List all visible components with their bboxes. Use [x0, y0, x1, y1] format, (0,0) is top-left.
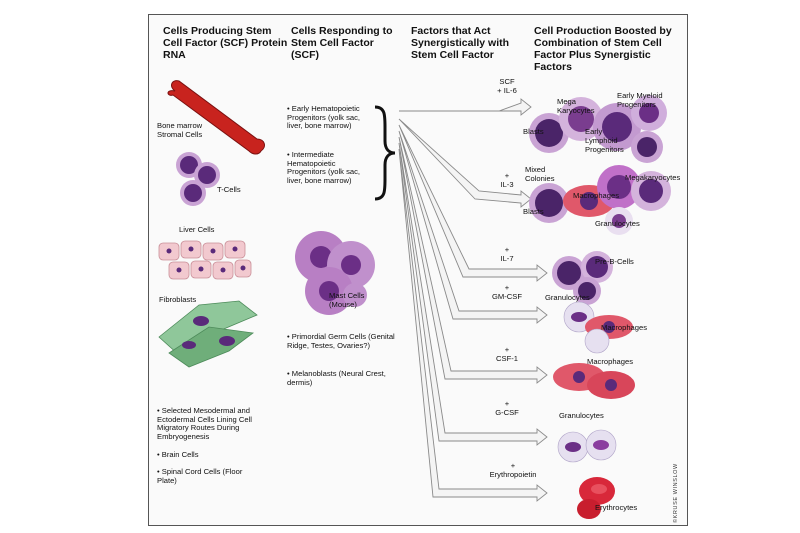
bullet-text: Brain Cells	[161, 450, 199, 459]
liver-cells-icon	[158, 240, 252, 280]
label-early-lymphoid: Early Lymphoid Progenitors	[585, 127, 624, 154]
factor-name: Erythropoietin	[489, 470, 537, 479]
factor-plus: +	[504, 283, 510, 292]
mast-cells-icon	[295, 231, 375, 315]
row4-cells-icon	[563, 301, 633, 354]
diagram-figure: Cells Producing Stem Cell Factor (SCF) P…	[148, 14, 688, 526]
bullet-text: Spinal Cord Cells (Floor Plate)	[157, 467, 243, 485]
bullet-early-progenitors: • Early Hematopoietic Progenitors (yolk …	[287, 104, 361, 131]
label-blasts-1: Blasts	[523, 127, 544, 136]
factor-il7: + IL-7	[487, 245, 527, 263]
factor-il6: SCF + IL-6	[487, 77, 527, 95]
arrow-epo	[398, 148, 548, 502]
factor-name: CSF-1	[496, 354, 518, 363]
fibroblasts-icon	[158, 300, 258, 368]
bullet-germ-cells: • Primordial Germ Cells (Genital Ridge, …	[287, 332, 395, 350]
header-products: Cell Production Boosted by Combination o…	[534, 25, 672, 73]
label-macrophages-1: Macrophages	[573, 191, 620, 200]
header-responding: Cells Responding to Stem Cell Factor (SC…	[291, 25, 393, 61]
bullet-spinal: • Spinal Cord Cells (Floor Plate)	[157, 467, 243, 485]
bone-icon	[167, 80, 265, 155]
arrow-il7	[398, 124, 548, 282]
row3-cells-icon	[552, 251, 613, 305]
header-producing: Cells Producing Stem Cell Factor (SCF) P…	[163, 25, 288, 61]
label-pre-b-cells: Pre-B-Cells	[595, 257, 634, 266]
label-t-cells: T-Cells	[217, 185, 241, 194]
factor-il3: + IL-3	[487, 171, 527, 189]
arrow-csf1	[398, 136, 548, 384]
factor-plus: SCF	[499, 77, 515, 86]
bullet-mesodermal: • Selected Mesodermal and Ectodermal Cel…	[157, 406, 252, 441]
bullet-text: Intermediate Hematopoietic Progenitors (…	[287, 150, 361, 185]
label-bone-marrow: Bone marrow Stromal Cells	[157, 121, 203, 139]
arrow-fan	[398, 98, 548, 502]
label-granulocytes-2: Granulocytes	[545, 293, 590, 302]
label-megakaryocytes: Mega Karyocytes	[557, 97, 595, 115]
factor-plus: +	[504, 345, 510, 354]
header-factors: Factors that Act Synergistically with St…	[411, 25, 510, 61]
brace-icon	[374, 105, 396, 201]
illustrations-col4	[529, 95, 671, 519]
label-megakaryocytes-2: Megakaryocytes	[625, 173, 681, 182]
factor-plus: +	[504, 171, 510, 180]
factor-gcsf: + G-CSF	[485, 399, 529, 417]
label-macrophages-3: Macrophages	[587, 357, 634, 366]
bullet-text: Selected Mesodermal and Ectodermal Cells…	[157, 406, 252, 441]
label-blasts-2: Blasts	[523, 207, 544, 216]
factor-gmcsf: + GM-CSF	[481, 283, 533, 301]
t-cells-icon	[176, 152, 220, 206]
factor-plus: +	[504, 245, 510, 254]
arrow-gcsf	[398, 142, 548, 446]
label-fibroblasts: Fibroblasts	[159, 295, 197, 304]
factor-erythropoietin: + Erythropoietin	[481, 461, 545, 479]
row1-cells-icon	[529, 95, 667, 163]
bullet-melanoblasts: • Melanoblasts (Neural Crest, dermis)	[287, 369, 386, 387]
bullet-text: Melanoblasts (Neural Crest, dermis)	[287, 369, 386, 387]
row2-cells-icon	[529, 165, 671, 235]
factor-name: + IL-6	[497, 86, 517, 95]
factor-plus: +	[510, 461, 516, 470]
bullet-text: Primordial Germ Cells (Genital Ridge, Te…	[287, 332, 395, 350]
erythrocytes-icon	[577, 477, 615, 519]
illustrations-col2	[295, 105, 396, 315]
label-erythrocytes: Erythrocytes	[595, 503, 638, 512]
label-early-myeloid: Early Myeloid Progenitors	[617, 91, 663, 109]
label-macrophages-2: Macrophages	[601, 323, 648, 332]
bullet-brain: • Brain Cells	[157, 450, 199, 459]
row5-cells-icon	[553, 363, 635, 399]
label-granulocytes-3: Granulocytes	[559, 411, 604, 420]
label-mast-cells: Mast Cells (Mouse)	[329, 291, 365, 309]
factor-name: G-CSF	[495, 408, 519, 417]
label-granulocytes-1: Granulocytes	[595, 219, 640, 228]
factor-plus: +	[504, 399, 510, 408]
factor-name: GM-CSF	[492, 292, 522, 301]
row6-cells-icon	[557, 429, 617, 463]
label-mixed-colonies: Mixed Colonies	[525, 165, 555, 183]
artist-credit: ©KRUSE WINSLOW	[673, 463, 679, 523]
factor-name: IL-3	[500, 180, 514, 189]
arrow-il6	[399, 98, 532, 116]
factor-csf1: + CSF-1	[485, 345, 529, 363]
arrow-gmcsf	[398, 130, 548, 324]
bullet-intermediate-progenitors: • Intermediate Hematopoietic Progenitors…	[287, 150, 361, 185]
label-liver-cells: Liver Cells	[179, 225, 215, 234]
illustrations-col1	[158, 80, 265, 368]
bullet-text: Early Hematopoietic Progenitors (yolk sa…	[287, 104, 361, 131]
factor-name: IL-7	[500, 254, 514, 263]
